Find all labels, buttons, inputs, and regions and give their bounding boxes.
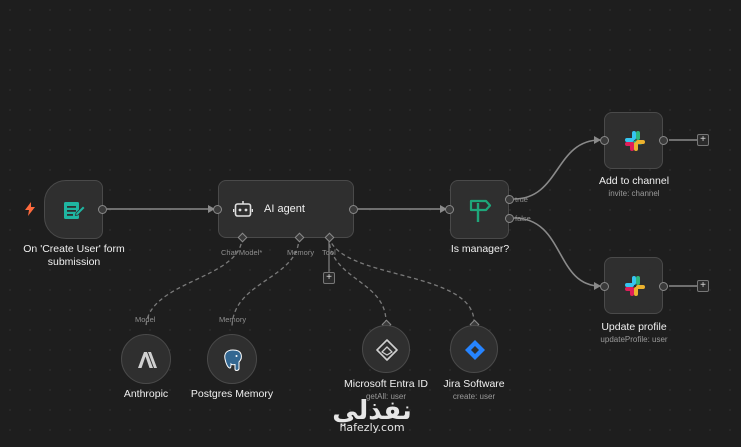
anthropic-node[interactable] — [121, 334, 171, 384]
ai-agent-output-handle[interactable] — [349, 205, 358, 214]
watermark-logo: نفذلي nafezly.com — [322, 398, 422, 434]
update-profile-label: Update profile — [601, 321, 667, 333]
postgres-icon — [222, 348, 244, 372]
add-tool-button[interactable]: + — [323, 272, 335, 284]
tool-port-label: Tool — [322, 248, 336, 257]
is-manager-node[interactable] — [450, 180, 509, 239]
ai-agent-title: AI agent — [264, 203, 305, 215]
memory-port-label: Memory — [287, 248, 315, 257]
microsoft-entra-node[interactable] — [362, 325, 410, 373]
jira-label: Jira Software — [443, 378, 505, 390]
edge-false-to-update-profile — [513, 217, 601, 287]
entra-icon — [376, 339, 398, 361]
watermark-latin: nafezly.com — [339, 421, 405, 434]
arrowhead — [440, 205, 447, 213]
jira-software-node[interactable] — [450, 325, 498, 373]
signpost-icon — [468, 197, 492, 223]
edge-tool-entra — [328, 236, 387, 323]
entra-label: Microsoft Entra ID — [343, 378, 429, 390]
slack-icon — [624, 275, 646, 297]
true-branch-label: true — [515, 195, 528, 204]
add-after-profile-button[interactable]: + — [697, 280, 709, 292]
is-manager-label: Is manager? — [450, 243, 510, 255]
trigger-output-handle[interactable] — [98, 205, 107, 214]
postgres-port-label: Memory — [219, 315, 247, 324]
robot-icon — [232, 201, 254, 219]
entra-operation: getAll: user — [365, 392, 407, 401]
form-edit-icon — [62, 198, 86, 222]
add-to-channel-output-handle[interactable] — [659, 136, 668, 145]
chat-model-port-label: Chat Model* — [221, 248, 263, 257]
true-output-handle[interactable] — [505, 195, 514, 204]
ai-agent-node[interactable]: AI agent — [218, 180, 354, 238]
ai-agent-input-handle[interactable] — [213, 205, 222, 214]
is-manager-input-handle[interactable] — [445, 205, 454, 214]
add-to-channel-input-handle[interactable] — [600, 136, 609, 145]
anthropic-port-label: Model — [135, 315, 156, 324]
false-branch-label: false — [515, 214, 531, 223]
add-to-channel-node[interactable] — [604, 112, 663, 169]
arrowhead — [594, 282, 601, 290]
add-to-channel-label: Add to channel — [598, 175, 670, 187]
edge-model-anthropic — [145, 236, 243, 329]
arrowhead — [594, 136, 601, 144]
anthropic-icon — [136, 351, 158, 369]
update-profile-operation: updateProfile: user — [600, 335, 668, 344]
trigger-node[interactable] — [44, 180, 103, 239]
add-to-channel-operation: invite: channel — [608, 189, 660, 198]
edge-true-to-add-channel — [513, 139, 601, 200]
watermark-arabic: نفذلي — [332, 396, 412, 426]
update-profile-output-handle[interactable] — [659, 282, 668, 291]
anthropic-label: Anthropic — [123, 388, 169, 400]
jira-icon — [464, 339, 486, 361]
update-profile-node[interactable] — [604, 257, 663, 314]
update-profile-input-handle[interactable] — [600, 282, 609, 291]
lightning-bolt-icon — [24, 202, 36, 216]
jira-operation: create: user — [452, 392, 496, 401]
slack-icon — [624, 130, 646, 152]
false-output-handle[interactable] — [505, 214, 514, 223]
edge-tool-jira — [328, 236, 475, 323]
edge-memory-postgres — [231, 236, 300, 329]
trigger-label: On 'Create User' form submission — [23, 243, 125, 268]
postgres-memory-node[interactable] — [207, 334, 257, 384]
arrowhead — [208, 205, 215, 213]
postgres-label: Postgres Memory — [190, 388, 274, 400]
add-after-channel-button[interactable]: + — [697, 134, 709, 146]
